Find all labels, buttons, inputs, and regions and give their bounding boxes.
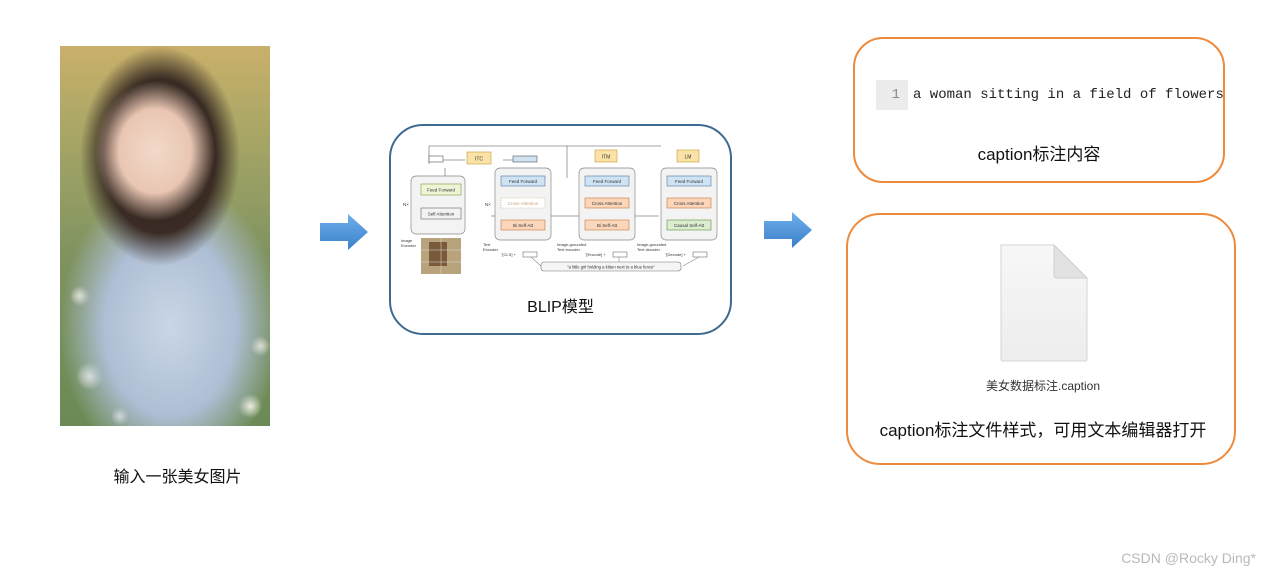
watermark: CSDN @Rocky Ding* xyxy=(1121,550,1256,566)
lm-head-label: LM xyxy=(685,155,692,161)
itc-head-label: ITC xyxy=(475,157,483,163)
sample-text: "a little girl holding a kitten next to … xyxy=(567,265,655,270)
caption-content-box xyxy=(853,37,1225,183)
svg-text:Text encoder: Text encoder xyxy=(557,247,581,252)
svg-text:Cross Attention: Cross Attention xyxy=(592,201,623,206)
svg-text:Image-grounded: Image-grounded xyxy=(557,242,586,247)
file-name: 美女数据标注.caption xyxy=(985,379,1101,393)
right-arrow-icon xyxy=(764,212,812,248)
svg-text:Text: Text xyxy=(483,242,491,247)
svg-text:Feed Forward: Feed Forward xyxy=(509,179,538,184)
svg-text:Feed Forward: Feed Forward xyxy=(593,179,622,184)
svg-text:"[Decode] +: "[Decode] + xyxy=(665,252,687,257)
blip-title: BLIP模型 xyxy=(527,299,594,316)
right-arrow-icon xyxy=(320,214,368,250)
blip-architecture-diagram: ITC ITM LM Feed Forward Self Attention N… xyxy=(401,145,718,274)
svg-text:Image-grounded: Image-grounded xyxy=(637,242,666,247)
svg-text:Bi Self-Att: Bi Self-Att xyxy=(597,223,618,228)
svg-text:N×: N× xyxy=(485,202,491,207)
input-photo xyxy=(60,46,270,426)
svg-text:"[Encode] +: "[Encode] + xyxy=(585,252,606,257)
caption-code-line: 1 a woman sitting in a field of flowers xyxy=(876,80,1224,110)
svg-text:Causal Self-Att: Causal Self-Att xyxy=(674,223,705,228)
svg-text:Feed Forward: Feed Forward xyxy=(427,188,456,193)
svg-text:Image: Image xyxy=(401,238,413,243)
line-number: 1 xyxy=(876,80,908,110)
svg-text:Text decoder: Text decoder xyxy=(637,247,661,252)
svg-text:Self Attention: Self Attention xyxy=(428,212,455,217)
svg-text:Cross Attention: Cross Attention xyxy=(508,201,539,206)
itm-head-label: ITM xyxy=(602,155,611,161)
svg-text:N×: N× xyxy=(403,202,409,207)
input-caption: 输入一张美女图片 xyxy=(113,469,242,486)
svg-text:Cross Attention: Cross Attention xyxy=(674,201,705,206)
file-description: caption标注文件样式，可用文本编辑器打开 xyxy=(879,421,1207,440)
svg-text:Bi Self-Att: Bi Self-Att xyxy=(513,223,534,228)
document-file-icon xyxy=(1000,243,1089,362)
svg-text:"[CLS] +: "[CLS] + xyxy=(501,252,517,257)
svg-text:Encoder: Encoder xyxy=(483,247,499,252)
svg-text:Feed Forward: Feed Forward xyxy=(675,179,704,184)
svg-text:Encoder: Encoder xyxy=(401,243,417,248)
caption-label: caption标注内容 xyxy=(977,145,1101,164)
blip-model-box: ITC ITM LM Feed Forward Self Attention N… xyxy=(389,124,732,335)
caption-text: a woman sitting in a field of flowers xyxy=(913,87,1224,103)
